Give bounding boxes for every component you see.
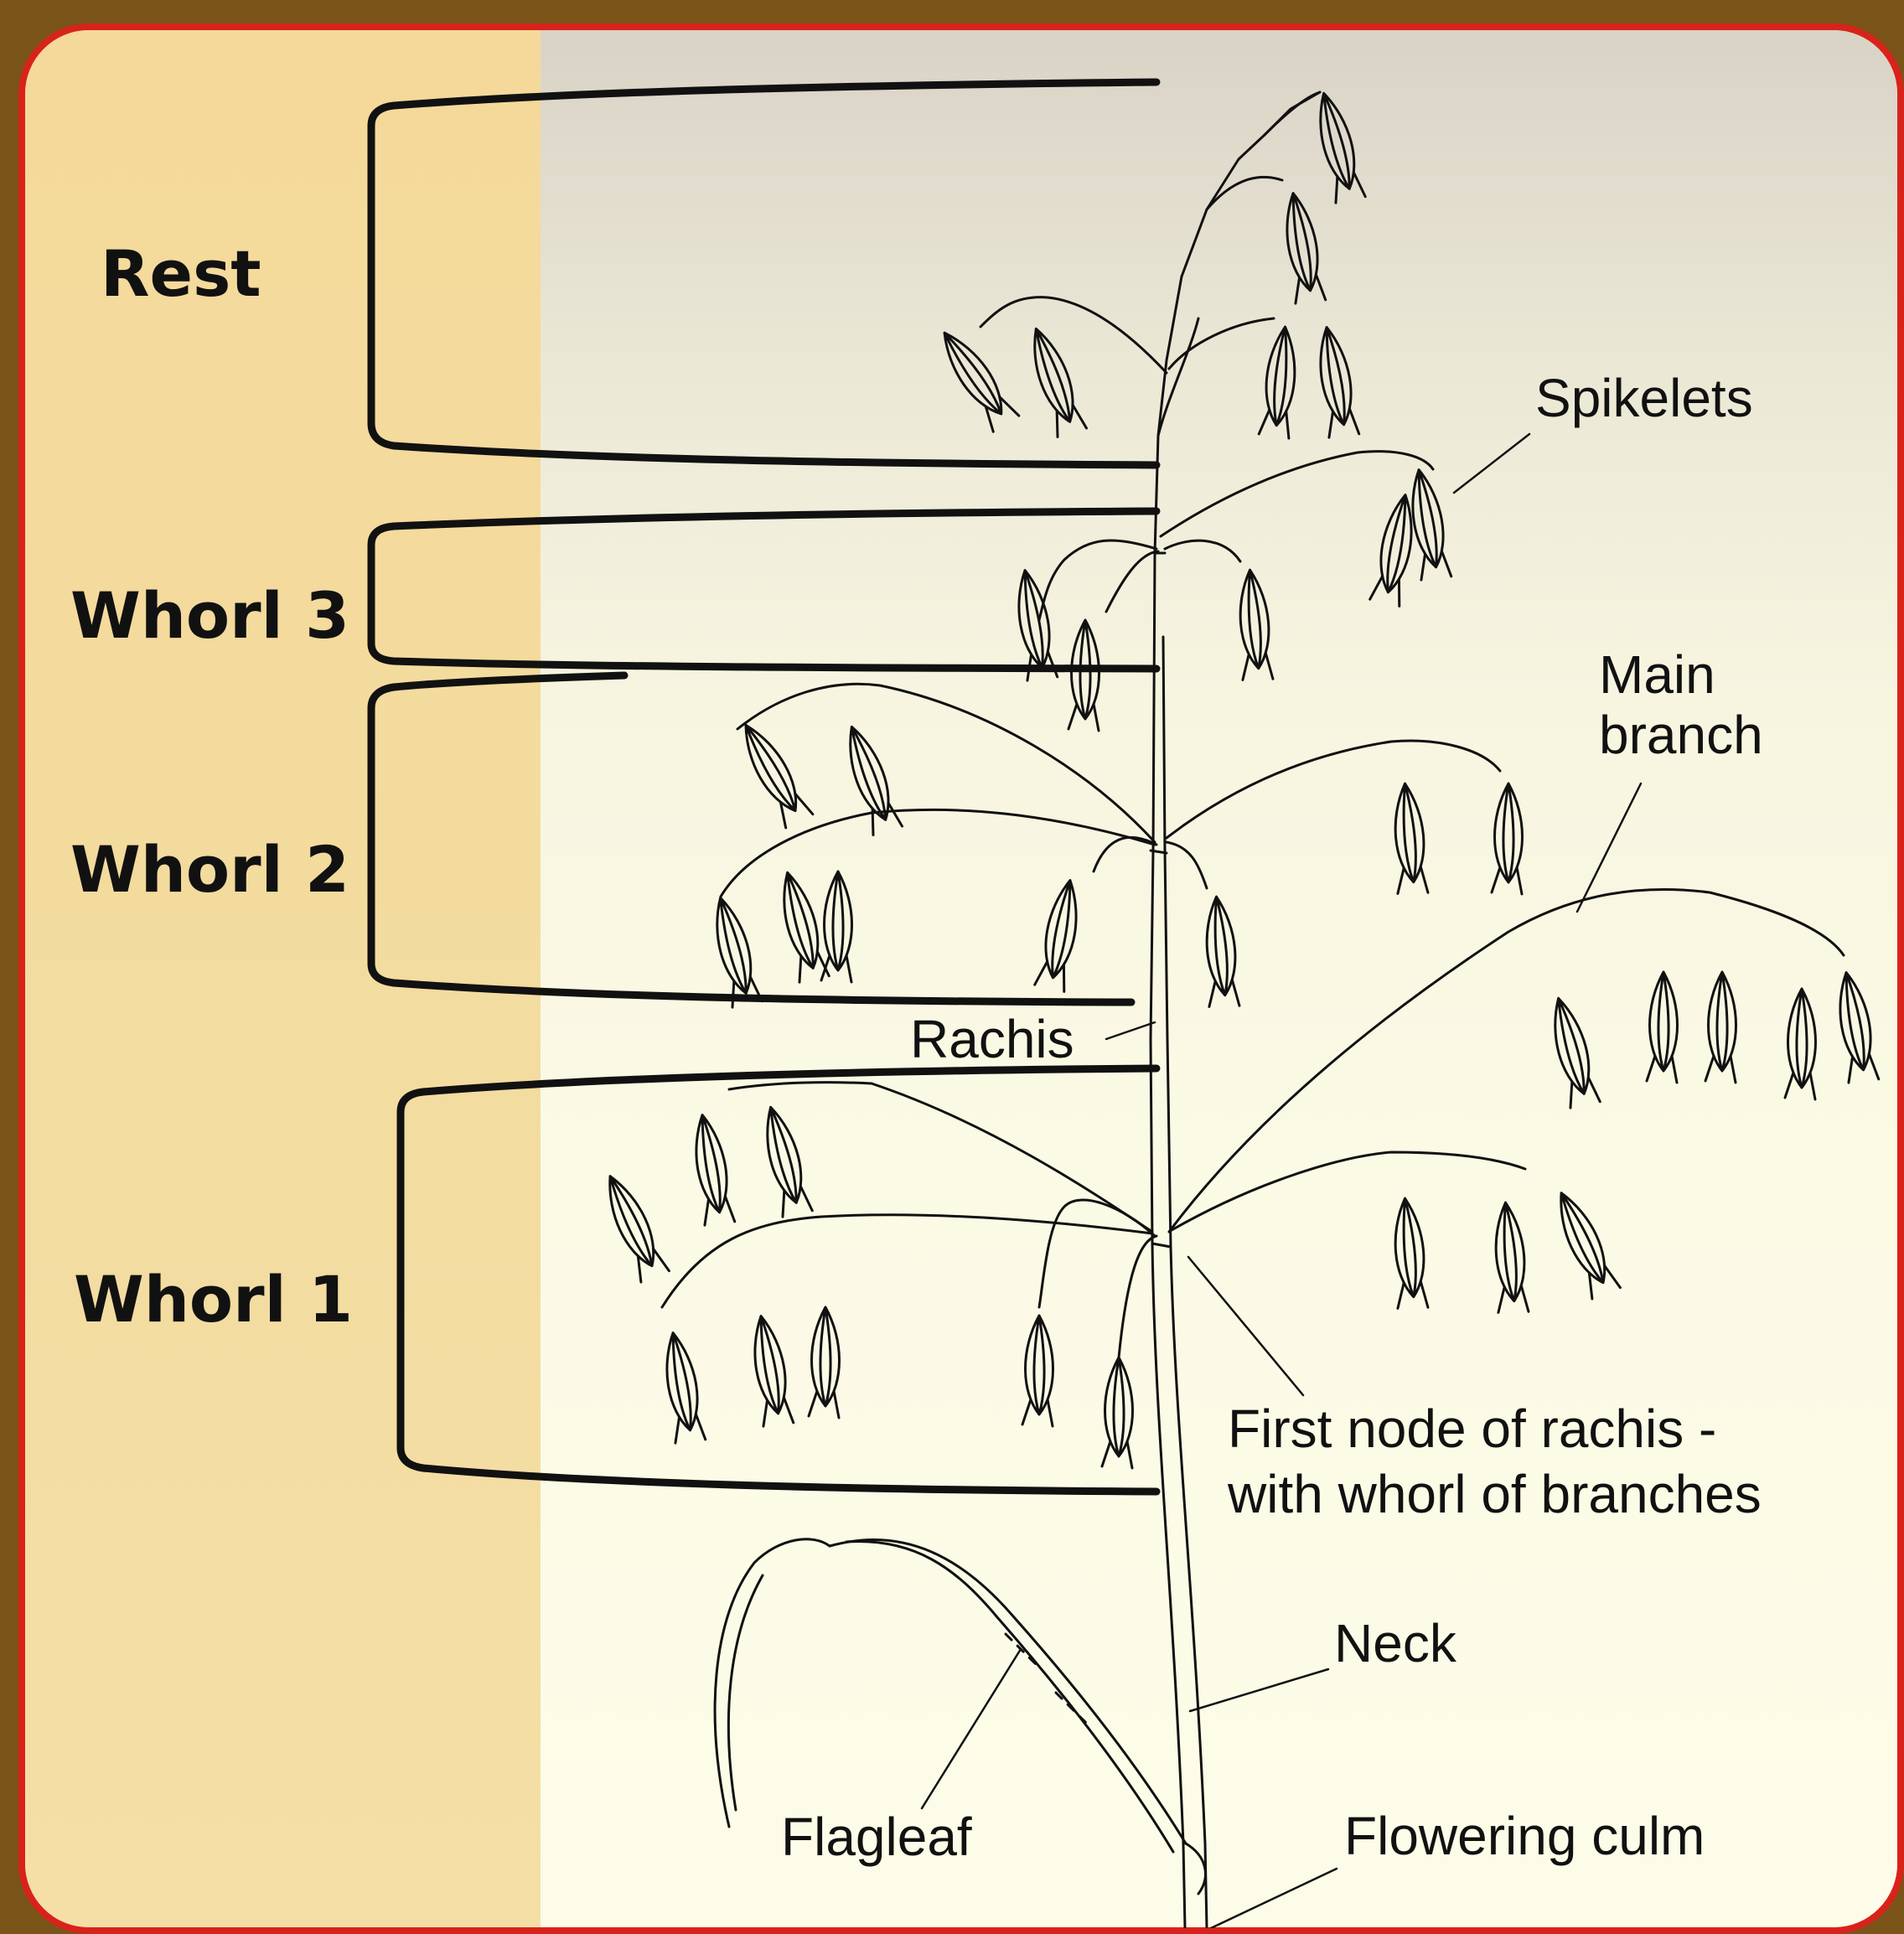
label-first-node: First node of rachis - with whorl of bra…	[1228, 1396, 1762, 1527]
label-main-branch: Main branch	[1599, 645, 1763, 765]
bracket-whorl2	[371, 675, 1131, 1002]
spikelets	[595, 90, 1879, 1468]
label-neck: Neck	[1334, 1614, 1456, 1674]
label-spikelets: Spikelets	[1535, 369, 1753, 429]
bracket-rest	[371, 82, 1156, 465]
label-whorl-3: Whorl 3	[70, 578, 349, 653]
label-rachis: Rachis	[910, 1010, 1074, 1070]
label-rest: Rest	[101, 236, 261, 311]
label-flagleaf: Flagleaf	[781, 1807, 972, 1868]
label-whorl-2: Whorl 2	[70, 832, 349, 907]
label-flowering-culm: Flowering culm	[1344, 1807, 1705, 1867]
label-whorl-1: Whorl 1	[74, 1262, 353, 1337]
